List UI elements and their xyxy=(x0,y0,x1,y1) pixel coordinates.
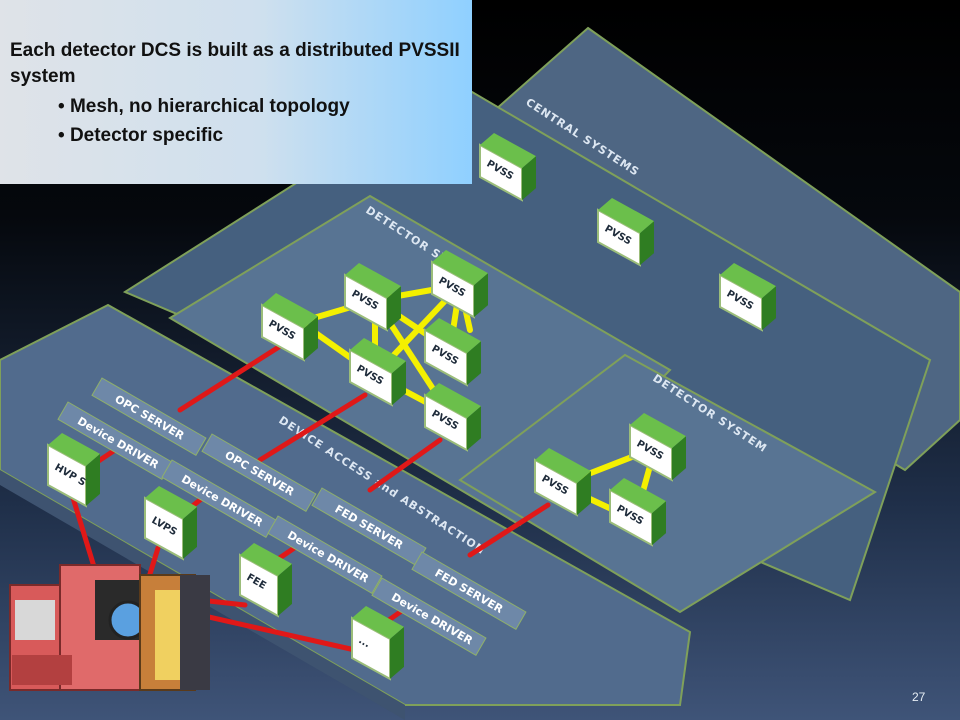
pvss-box-side xyxy=(652,501,666,546)
pvss-box: PVSS xyxy=(719,263,776,332)
hardware-box-top xyxy=(240,543,292,576)
pvss-box-top xyxy=(432,250,488,286)
hardware-box-top xyxy=(352,606,404,639)
hardware-box: HVP S xyxy=(47,433,100,508)
bullet-item: • Detector specific xyxy=(58,125,224,146)
pvss-box-side xyxy=(762,286,776,331)
hardware-box-label: ... xyxy=(357,635,372,650)
hardware-box-top xyxy=(145,486,197,519)
pvss-box: PVSS xyxy=(424,383,481,452)
info-box: Each detector DCS is built as a distribu… xyxy=(0,0,472,184)
pvss-box: PVSS xyxy=(431,250,488,319)
hardware-box-side xyxy=(183,506,197,559)
pvss-box-top xyxy=(262,293,318,329)
page-number: 27 xyxy=(912,690,926,704)
pvss-box-top xyxy=(350,338,406,374)
pvss-box-top xyxy=(720,263,776,299)
pvss-nodes: PVSSPVSSPVSSPVSSPVSSPVSSPVSSPVSSPVSSPVSS… xyxy=(261,133,776,547)
bullet-text: Mesh, no hierarchical topology xyxy=(69,96,350,117)
bullet-item: • Mesh, no hierarchical topology xyxy=(58,96,350,117)
hardware-box: LVPS xyxy=(144,486,197,561)
pvss-box-top xyxy=(425,383,481,419)
pvss-box: PVSS xyxy=(261,293,318,362)
pvss-box: PVSS xyxy=(597,198,654,267)
pvss-box: PVSS xyxy=(629,413,686,482)
pvss-box: PVSS xyxy=(344,263,401,332)
pvss-box-top xyxy=(425,318,481,354)
connection-line xyxy=(177,342,285,413)
hardware-box: FEE xyxy=(239,543,292,618)
pvss-box-top xyxy=(598,198,654,234)
pvss-box-side xyxy=(577,471,591,516)
hardware-box-side xyxy=(86,453,100,506)
connection-line xyxy=(67,485,98,573)
pvss-box-side xyxy=(522,156,536,201)
hardware-box-top xyxy=(48,433,100,466)
hardware-nodes: HVP S LVPS FEE... xyxy=(47,433,404,681)
pvss-box-side xyxy=(672,436,686,481)
connection-line xyxy=(197,612,358,653)
pvss-box-side xyxy=(392,361,406,406)
pvss-box: PVSS xyxy=(479,133,536,202)
pvss-box-side xyxy=(467,341,481,386)
info-title: Each detector DCS is built as a distribu… xyxy=(10,40,460,87)
hardware-box-side xyxy=(278,563,292,616)
pvss-box-top xyxy=(610,478,666,514)
hardware-box-side xyxy=(390,626,404,679)
pvss-box: PVSS xyxy=(424,318,481,387)
connection-line xyxy=(257,392,368,463)
pvss-box-top xyxy=(535,448,591,484)
connection-line xyxy=(467,502,551,558)
pvss-box-top xyxy=(480,133,536,169)
hardware-box: ... xyxy=(351,606,404,681)
pvss-box-top xyxy=(345,263,401,299)
pvss-box-side xyxy=(387,286,401,331)
pvss-box-side xyxy=(304,316,318,361)
pvss-box-side xyxy=(474,273,488,318)
pvss-box-side xyxy=(640,221,654,266)
connection-line xyxy=(367,437,443,493)
bullet-text: Detector specific xyxy=(69,125,224,146)
pvss-box-top xyxy=(630,413,686,449)
detector-illustration xyxy=(9,564,210,691)
pvss-box: PVSS xyxy=(349,338,406,407)
detector-system-2-plane xyxy=(458,353,877,614)
pvss-box: PVSS xyxy=(609,478,666,547)
pvss-box-side xyxy=(467,406,481,451)
pvss-box: PVSS xyxy=(534,448,591,517)
